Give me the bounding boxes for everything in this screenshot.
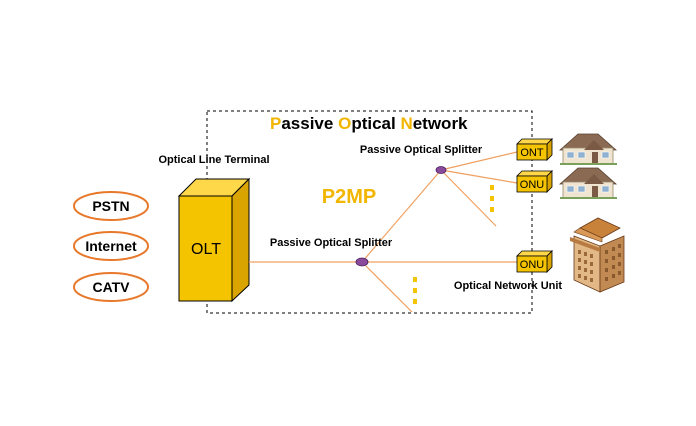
title-word-optical: ptical xyxy=(351,114,400,133)
house-icon xyxy=(558,167,618,199)
onu-label: ONU xyxy=(520,179,545,191)
fiber-lines xyxy=(249,151,518,313)
title-letter-n: N xyxy=(400,114,412,133)
title-letter-o: O xyxy=(338,114,351,133)
fiber-to-ont xyxy=(440,151,518,171)
olt-label: OLT xyxy=(191,241,221,258)
pon-title: Passive Optical Network xyxy=(270,114,468,133)
pon-boundary xyxy=(206,110,533,314)
splitter-main-label: Passive Optical Splitter xyxy=(270,237,393,249)
olt-caption: Optical Line Terminal xyxy=(158,154,269,166)
fiber-to-down xyxy=(440,169,497,227)
service-label: Internet xyxy=(85,238,137,254)
title-word-passive: assive xyxy=(281,114,338,133)
service-label: CATV xyxy=(92,279,130,295)
fiber-splitter-splitter xyxy=(361,169,442,263)
service-pstn: PSTN xyxy=(73,191,149,221)
onu-label: ONU xyxy=(520,259,545,271)
onu-box-2: ONU xyxy=(516,250,553,273)
ont-box: ONT xyxy=(516,138,553,161)
olt-box: OLT xyxy=(177,177,251,303)
fiber-splitter-down xyxy=(361,261,413,313)
continuation-dots-lower xyxy=(413,277,417,304)
fiber-to-onu1 xyxy=(440,169,518,184)
title-word-network: etwork xyxy=(413,114,468,133)
onu-caption: Optical Network Unit xyxy=(454,280,563,292)
building-icon xyxy=(570,217,625,293)
continuation-dots-upper xyxy=(490,185,494,212)
ont-label: ONT xyxy=(520,147,544,159)
service-internet: Internet xyxy=(73,231,149,261)
p2mp-label: P2MP xyxy=(322,186,376,208)
splitter-main xyxy=(355,257,369,267)
onu-box-1: ONU xyxy=(516,170,553,193)
house-icon xyxy=(558,133,618,165)
service-catv: CATV xyxy=(73,272,149,302)
title-letter-p: P xyxy=(270,114,281,133)
service-label: PSTN xyxy=(92,198,129,214)
splitter-secondary xyxy=(435,166,447,174)
splitter-secondary-label: Passive Optical Splitter xyxy=(360,144,483,156)
